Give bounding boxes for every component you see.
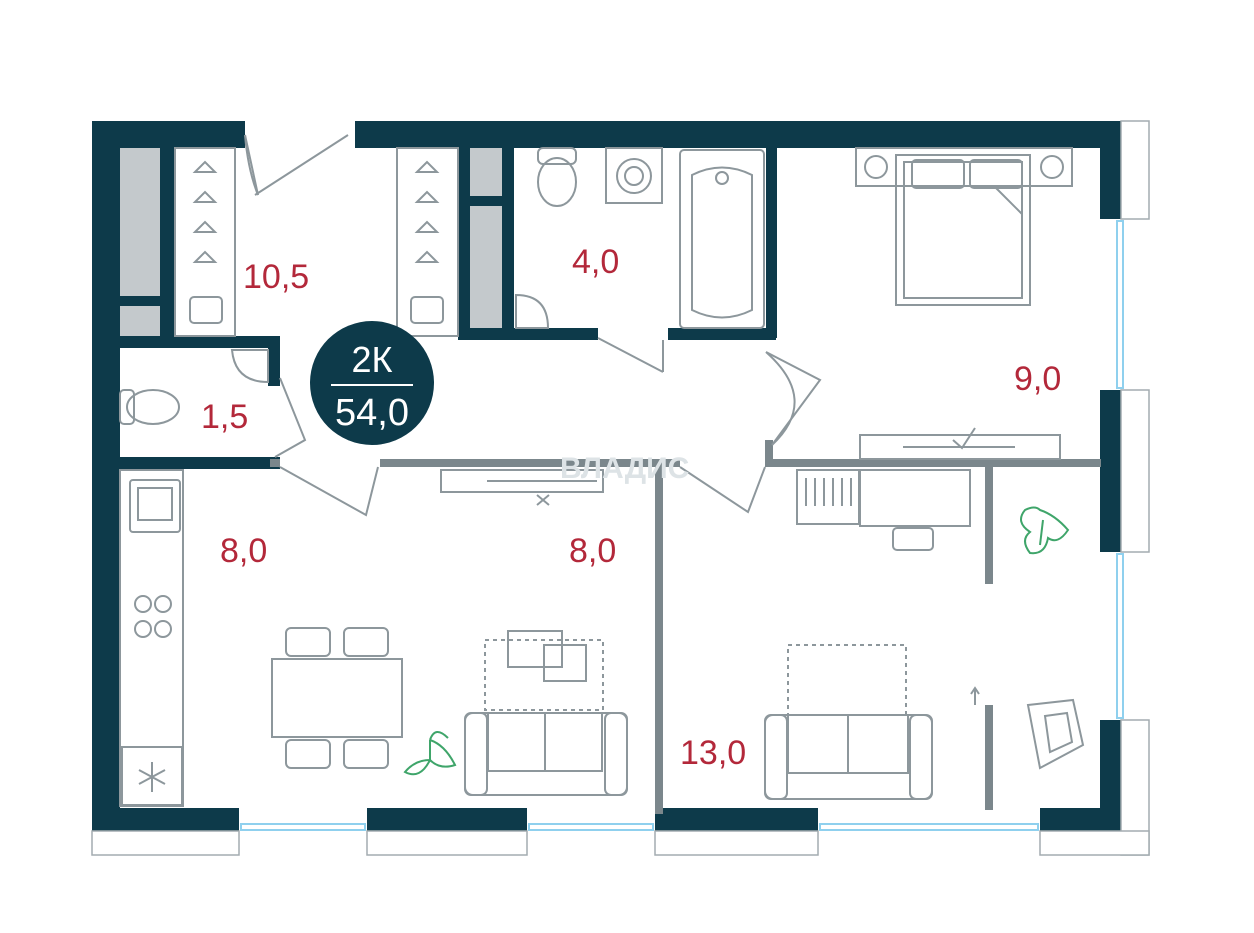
windows: [91, 120, 1150, 856]
bedroom-furniture: [855, 147, 1073, 460]
doors: [244, 134, 822, 517]
room-area-room: 13,0: [680, 734, 746, 772]
watermark: ВЛАДИС: [560, 452, 689, 485]
room-area-bathroom: 4,0: [572, 243, 619, 281]
room-furniture: [764, 469, 1085, 800]
living-furniture: [440, 469, 628, 796]
dining-table: [271, 658, 403, 738]
badge-type: 2К: [352, 339, 393, 380]
room-area-kitchen: 8,0: [220, 532, 267, 570]
bed: [895, 154, 1031, 306]
badge-area: 54,0: [335, 392, 409, 434]
kitchen-furniture: [119, 469, 403, 807]
outer-walls: [92, 121, 1121, 831]
room-area-living: 8,0: [569, 532, 616, 570]
room-area-toilet: 1,5: [201, 398, 248, 436]
sink-icon: [129, 479, 181, 533]
toilet-icon: [537, 157, 577, 207]
room-area-hallway: 10,5: [243, 258, 309, 296]
inner-walls: [117, 148, 1101, 814]
storage: [120, 147, 502, 337]
bathroom-fixtures: [119, 147, 765, 425]
room-area-bedroom: 9,0: [1014, 360, 1061, 398]
leaf-icon: [403, 506, 1070, 776]
bathtub: [679, 149, 765, 329]
desk: [859, 469, 971, 527]
apartment-badge: 2К 54,0: [310, 321, 434, 445]
wardrobe-hanger-icon: [189, 160, 444, 324]
snowflake-icon: [138, 762, 166, 792]
washing-machine-icon: [605, 147, 663, 204]
